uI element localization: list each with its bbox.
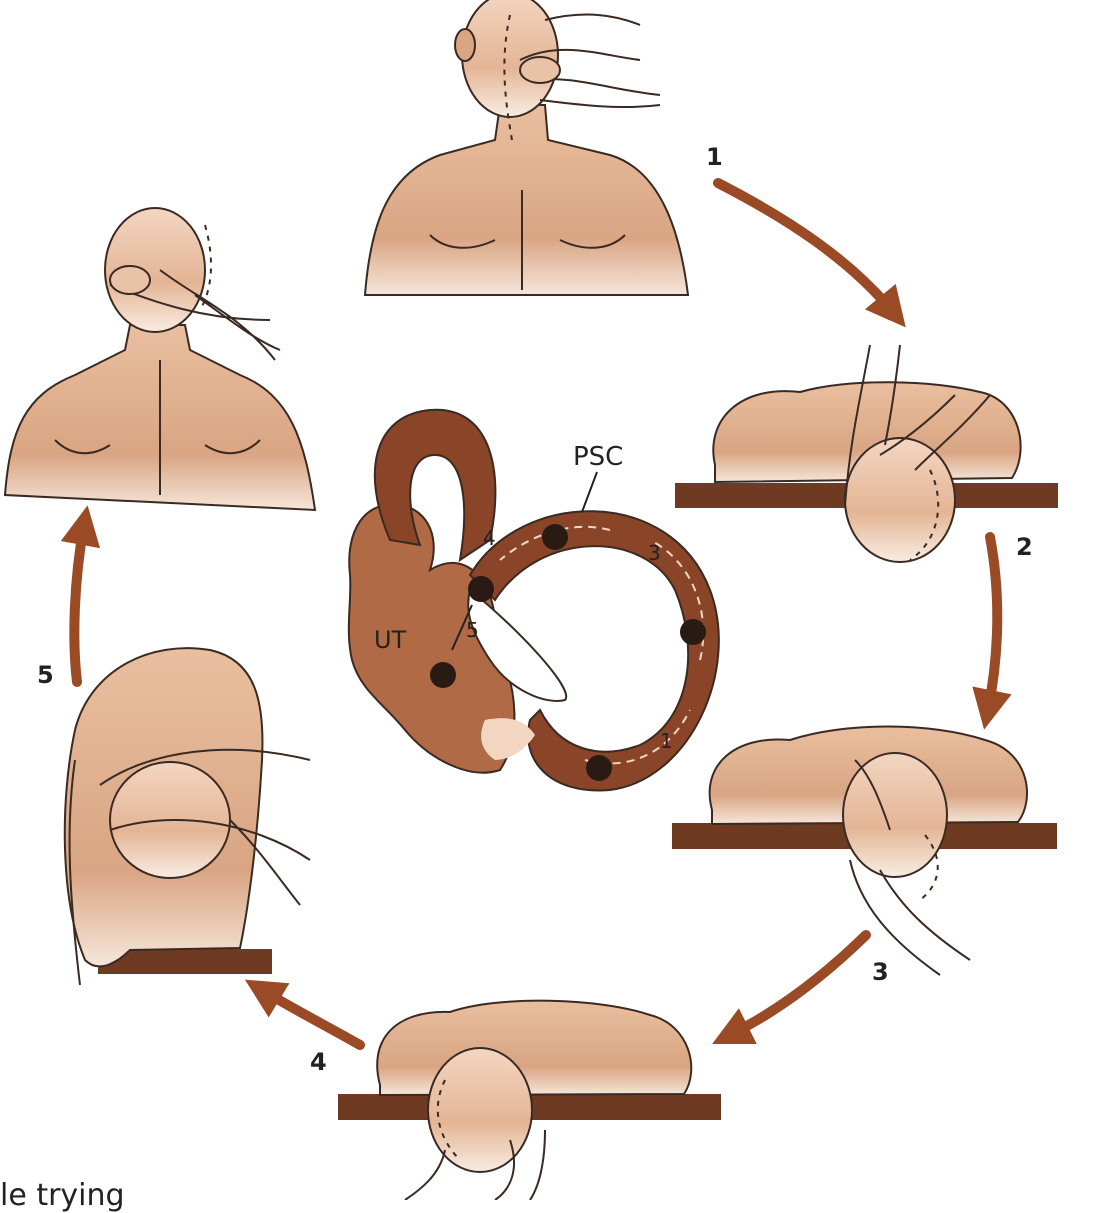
step-label-2: 2 <box>1016 533 1033 561</box>
arrow-step-3 <box>730 935 866 1035</box>
canal-label: PSC <box>573 442 623 472</box>
otolith-position-5 <box>430 662 456 688</box>
canal-path-number-1: 1 <box>660 729 673 753</box>
arrow-step-1 <box>718 183 893 312</box>
cropped-caption-text: le trying <box>0 1181 125 1211</box>
otolith-position-2 <box>680 619 706 645</box>
step-label-1: 1 <box>706 143 723 171</box>
arrow-step-4 <box>262 990 360 1045</box>
canal-path-number-5: 5 <box>466 618 479 642</box>
semicircular-canal-diagram: PSC UT 1 3 4 5 <box>349 410 719 791</box>
figure-final-upright <box>5 208 315 510</box>
otolith-position-1 <box>586 755 612 781</box>
figure-step-5-sitting-up <box>65 648 310 985</box>
otolith-position-3 <box>542 524 568 550</box>
utricle-label: UT <box>374 626 407 654</box>
canal-path-number-4: 4 <box>483 526 496 550</box>
figure-step-4-side-lying <box>338 1001 721 1200</box>
step-label-4: 4 <box>310 1048 327 1076</box>
arrow-step-2 <box>988 537 997 710</box>
step-label-5: 5 <box>37 661 54 689</box>
step-label-3: 3 <box>872 958 889 986</box>
otolith-position-4 <box>468 576 494 602</box>
figure-step-2-supine-right <box>675 345 1058 562</box>
figure-step-1-seated <box>365 0 688 295</box>
canal-path-number-3: 3 <box>648 541 661 565</box>
arrow-step-5 <box>74 525 84 682</box>
